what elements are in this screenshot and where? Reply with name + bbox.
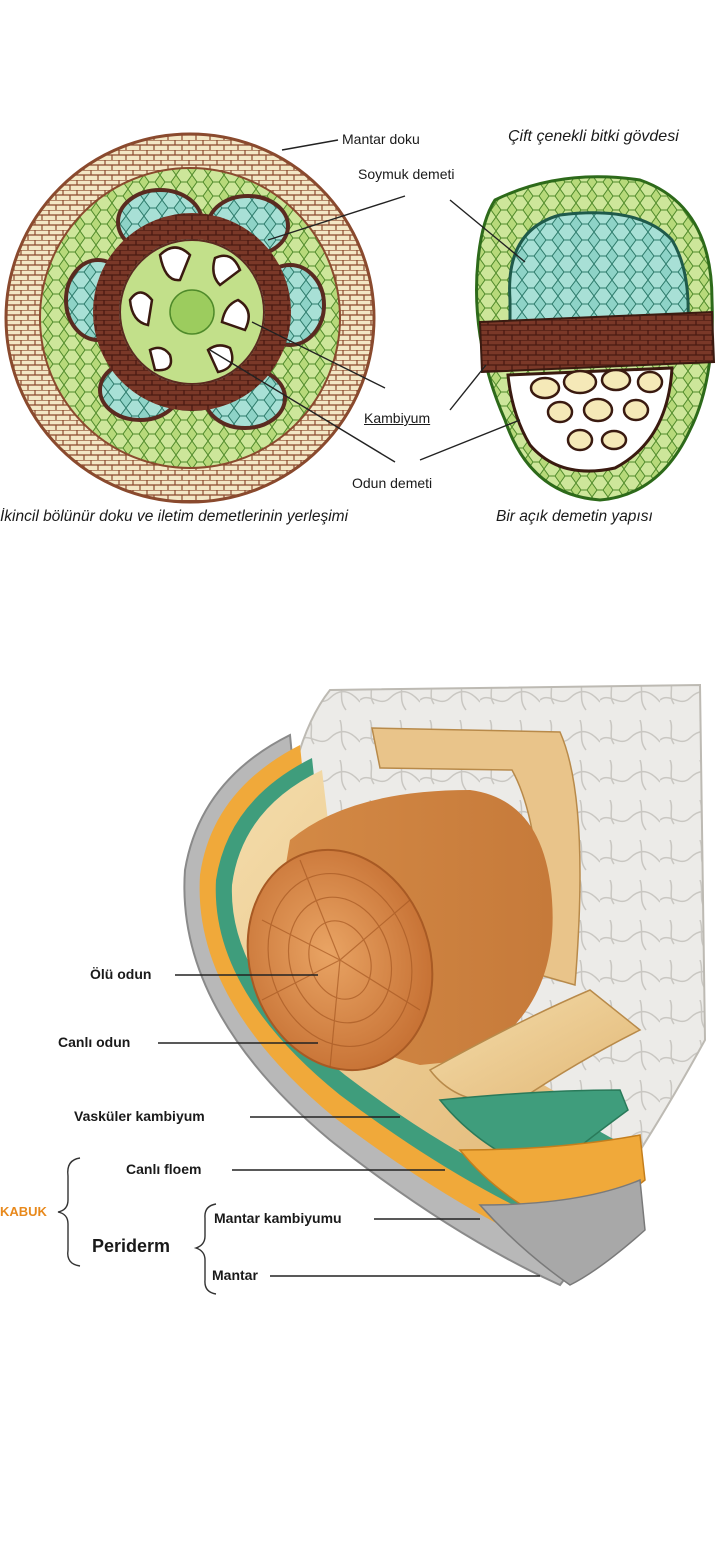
label-olu-odun: Ölü odun — [90, 966, 152, 982]
label-kabuk: KABUK — [0, 1204, 47, 1219]
open-bundle — [475, 175, 716, 502]
bottom-leader-lines — [158, 974, 540, 1277]
label-soymuk-demeti: Soymuk demeti — [358, 166, 455, 182]
label-mantar: Mantar — [212, 1267, 258, 1283]
xylem-bundles — [128, 246, 250, 374]
label-canli-floem: Canlı floem — [126, 1161, 202, 1177]
label-mantar-kambiyumu: Mantar kambiyumu — [214, 1210, 342, 1226]
braces — [57, 1157, 217, 1295]
label-odun-demeti: Odun demeti — [352, 475, 433, 491]
label-kambiyum: Kambiyum — [364, 410, 431, 426]
trunk-illustration — [183, 683, 707, 1287]
title-dicot-stem: Çift çenekli bitki gövdesi — [508, 128, 679, 145]
label-mantar-doku: Mantar doku — [342, 131, 420, 147]
caption-open-bundle: Bir açık demetin yapısı — [496, 508, 653, 525]
caption-cross-section: İkincil bölünür doku ve iletim demetleri… — [0, 508, 349, 525]
stem-cross-section — [4, 132, 376, 504]
top-leader-lines — [209, 139, 406, 463]
bundle-leader-lines — [419, 199, 526, 461]
label-canli-odun: Canlı odun — [58, 1034, 131, 1050]
label-periderm: Periderm — [92, 1236, 171, 1256]
cambium-ring — [93, 213, 291, 411]
label-vaskuler-kambiyum: Vasküler kambiyum — [74, 1108, 205, 1124]
